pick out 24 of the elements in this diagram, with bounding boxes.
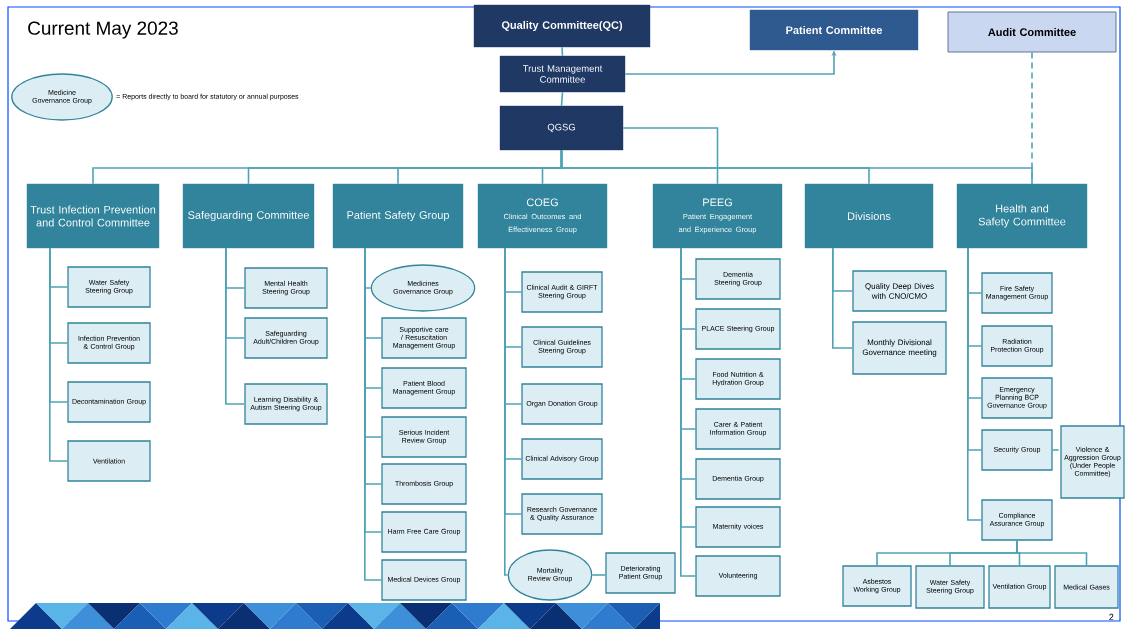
box: Audit Committee [947,11,1117,53]
connector-line [560,149,1033,185]
committee-box: Trust Infection Prevention and Control Committee [26,183,160,249]
box: Patient Committee [749,9,919,51]
connector-line [504,247,509,576]
committee-box: Divisions [804,183,934,249]
box: Trust Management Committee [499,55,626,93]
connector-line [560,91,564,107]
connector-line [591,574,607,576]
connector-line [561,46,564,57]
committee-box: Health and Safety Committee [956,183,1088,249]
slide-title: Current May 2023 [28,21,178,39]
connector-line [967,247,983,521]
connector-line [832,247,854,349]
connector-line [622,127,719,185]
committee-box: Safeguarding Committee [182,183,315,249]
box: QGSG [499,105,624,151]
dashed-connector [1051,449,1062,451]
connector-line [225,247,246,405]
committee-box: Patient Safety Group [332,183,464,249]
dashed-connector [1031,51,1033,185]
box: Quality Committee(QC) [473,4,651,48]
connector-line [1016,539,1088,567]
connector-line [49,247,69,462]
